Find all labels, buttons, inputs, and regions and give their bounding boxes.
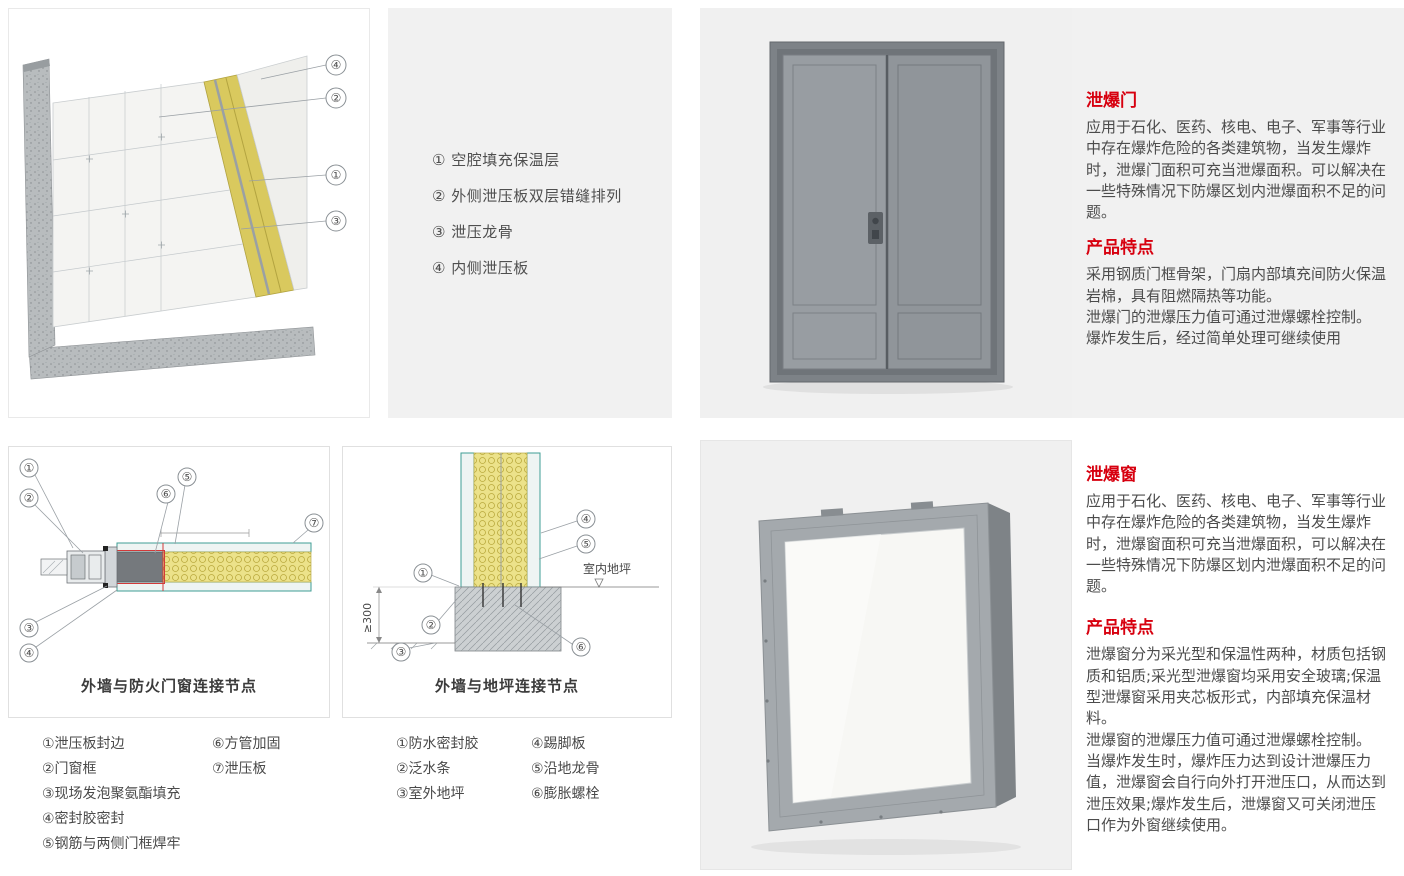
door-leaf-left	[782, 54, 887, 370]
wall-floor-node-title: 外墙与地坪连接节点	[434, 676, 579, 695]
vent-door-feature: 采用钢质门框骨架，门扇内部填充间防火保温岩棉，具有阻燃隔热等功能。	[1086, 265, 1387, 305]
vent-door-photo	[700, 8, 1072, 418]
wall-floor-node-legend: ①防水密封胶 ②泛水条 ③室外地坪 ④踢脚板 ⑤沿地龙骨 ⑥膨胀螺栓	[342, 732, 672, 807]
legend-item: ⑥膨胀螺栓	[531, 786, 600, 802]
wall-system-illustration: ④ ② ① ③	[22, 54, 347, 380]
callout-6: ⑥	[576, 640, 587, 654]
callout-5: ⑤	[581, 537, 592, 551]
callout-6: ⑥	[161, 487, 172, 501]
vent-door-features-title: 产品特点	[1086, 238, 1154, 259]
wall-floor-node-card: 室内地坪 ≥300	[342, 446, 672, 718]
legend-item: ① 空腔填充保温层	[432, 150, 560, 169]
legend-item: ③室外地坪	[396, 786, 465, 802]
legend-item: ④密封胶密封	[42, 811, 125, 827]
callout-2: ②	[331, 91, 342, 105]
vent-door-text: 泄爆门 应用于石化、医药、核电、电子、军事等行业中存在爆炸危险的各类建筑物，当发…	[1072, 8, 1404, 418]
vent-window-intro: 应用于石化、医药、核电、电子、军事等行业中存在爆炸危险的各类建筑物，当发生爆炸时…	[1086, 492, 1387, 596]
concrete-base	[28, 326, 316, 380]
vent-window-feature: 泄爆窗分为采光型和保温性两种，材质包括钢质和铝质;采光型泄爆窗均采用安全玻璃;保…	[1086, 645, 1387, 728]
wall-callouts: ④ ② ① ③	[325, 54, 347, 232]
vent-door-section: 泄爆门 应用于石化、医药、核电、电子、军事等行业中存在爆炸危险的各类建筑物，当发…	[700, 8, 1404, 418]
concrete-pillar	[22, 58, 56, 358]
vent-door-feature: 爆炸发生后，经过简单处理可继续使用	[1086, 329, 1342, 348]
legend-item: ⑤钢筋与两侧门框焊牢	[42, 836, 181, 852]
callout-3: ③	[24, 621, 35, 635]
door-lock	[868, 212, 883, 244]
callout-3: ③	[331, 214, 342, 228]
legend-item: ③现场发泡聚氨酯填充	[42, 786, 181, 802]
legend-item: ⑤沿地龙骨	[531, 761, 600, 777]
legend-item: ④踢脚板	[531, 736, 586, 752]
callout-2: ②	[24, 491, 35, 505]
vent-window-photo	[700, 440, 1072, 870]
vent-door-image	[763, 41, 1013, 394]
vent-door-title: 泄爆门	[1086, 91, 1137, 111]
legend-item: ② 外侧泄压板双层错缝排列	[432, 186, 622, 205]
callout-2: ②	[426, 618, 437, 632]
wall-floor-node-panel: 室内地坪 ≥300	[342, 446, 672, 807]
legend-item: ①防水密封胶	[396, 736, 479, 752]
callout-5: ⑤	[182, 470, 193, 484]
vent-window-image	[751, 501, 1021, 855]
floor-dim-label: ≥300	[361, 603, 374, 633]
legend-item: ③ 泄压龙骨	[432, 222, 514, 241]
wall-system-legend: ① 空腔填充保温层 ② 外侧泄压板双层错缝排列 ③ 泄压龙骨 ④ 内侧泄压板	[388, 8, 672, 418]
vent-door-intro: 应用于石化、医药、核电、电子、军事等行业中存在爆炸危险的各类建筑物，当发生爆炸时…	[1086, 118, 1387, 222]
callout-4: ④	[24, 646, 35, 660]
callout-3: ③	[396, 645, 407, 659]
wall-door-node-card: ① ② ⑤ ⑥ ⑦ ③ ④ 外墙与防火门窗连接节点	[8, 446, 330, 718]
callout-1: ①	[24, 461, 35, 475]
legend-item: ②泛水条	[396, 761, 451, 777]
callout-1: ①	[418, 566, 429, 580]
callout-4: ④	[331, 58, 342, 72]
legend-item: ⑥方管加固	[212, 736, 281, 752]
vent-door-feature: 泄爆门的泄爆压力值可通过泄爆螺栓控制。	[1086, 308, 1372, 327]
indoor-floor-label: 室内地坪	[583, 561, 631, 576]
vent-window-section: 泄爆窗 应用于石化、医药、核电、电子、军事等行业中存在爆炸危险的各类建筑物，当发…	[700, 440, 1404, 870]
legend-item: ①泄压板封边	[42, 736, 125, 752]
keel-strip	[213, 79, 271, 295]
door-leaf-right	[887, 54, 992, 370]
inner-board	[236, 55, 308, 291]
wall-system-panel: ④ ② ① ③	[8, 8, 370, 418]
callout-4: ④	[581, 512, 592, 526]
leader-lines	[158, 64, 327, 230]
wall-floor-node-callouts: ④ ⑤ ① ② ③ ⑥	[391, 509, 596, 662]
vent-window-text: 泄爆窗 应用于石化、医药、核电、电子、军事等行业中存在爆炸危险的各类建筑物，当发…	[1072, 440, 1404, 870]
legend-item: ②门窗框	[42, 761, 97, 777]
wall-door-node-panel: ① ② ⑤ ⑥ ⑦ ③ ④ 外墙与防火门窗连接节点 ①泄压板封边 ②门窗框 ③现…	[8, 446, 330, 857]
wall-floor-node-diagram: 室内地坪 ≥300	[361, 452, 659, 662]
wall-door-node-callouts: ① ② ⑤ ⑥ ⑦ ③ ④	[19, 458, 324, 663]
vent-window-title: 泄爆窗	[1086, 465, 1137, 485]
wall-door-node-diagram: ① ② ⑤ ⑥ ⑦ ③ ④	[19, 458, 324, 663]
wall-door-node-legend: ①泄压板封边 ②门窗框 ③现场发泡聚氨酯填充 ④密封胶密封 ⑤钢筋与两侧门框焊牢…	[8, 732, 330, 857]
wall-door-node-title: 外墙与防火门窗连接节点	[80, 676, 257, 695]
legend-item: ⑦泄压板	[212, 761, 267, 777]
window-depth-side	[988, 503, 1016, 807]
vent-window-features-title: 产品特点	[1086, 618, 1154, 639]
vent-window-feature: 当爆炸发生时，爆炸压力达到设计泄爆压力值，泄爆窗会自行向外打开泄压口，从而达到泄…	[1086, 751, 1387, 834]
callout-7: ⑦	[309, 516, 320, 530]
legend-item: ④ 内侧泄压板	[432, 258, 529, 277]
vent-window-feature: 泄爆窗的泄爆压力值可通过泄爆螺栓控制。	[1086, 730, 1372, 749]
callout-1: ①	[331, 168, 342, 182]
